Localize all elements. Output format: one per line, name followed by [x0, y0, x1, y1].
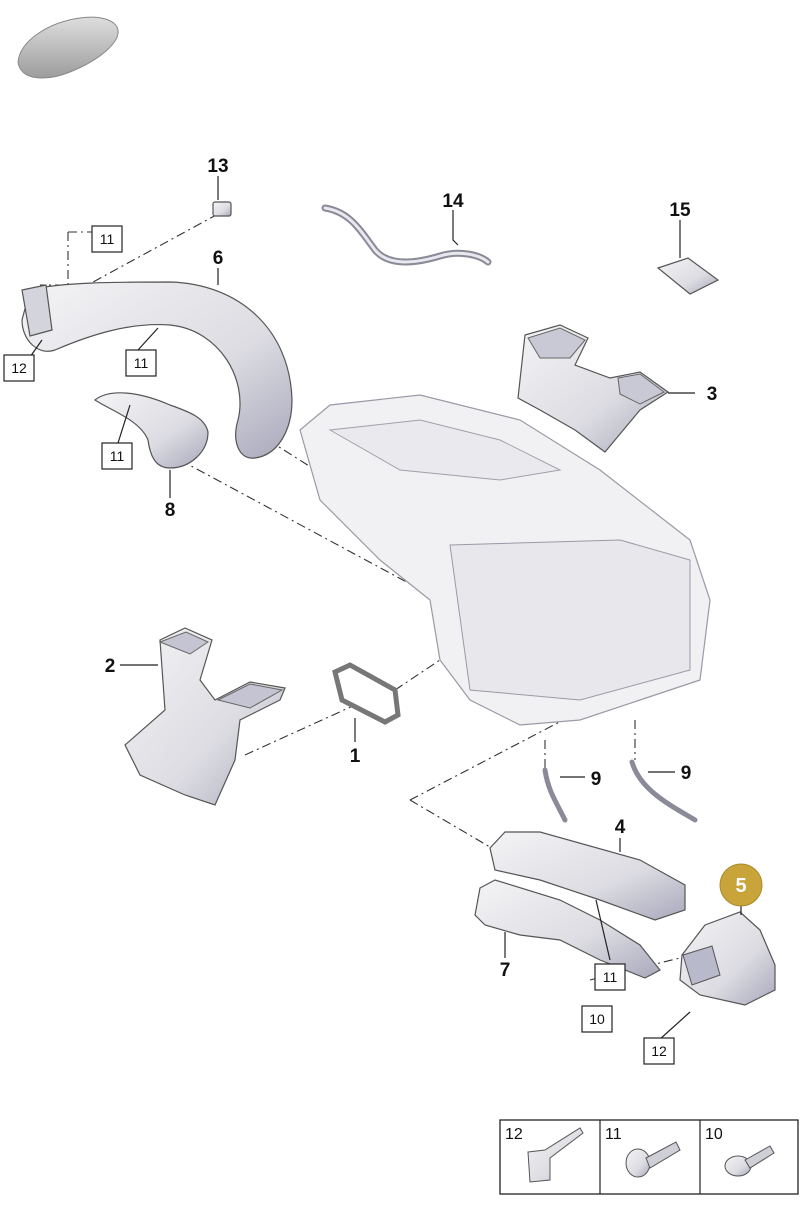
fastener-legend: 12 11 10	[499, 1119, 799, 1195]
boxed-references: 11 11 11 12 11 10 12	[3, 225, 675, 1065]
screw-fastener-icon	[625, 1141, 681, 1178]
part-8-duct	[93, 392, 209, 469]
callout-6: 6	[213, 248, 224, 269]
callout-13: 13	[207, 156, 228, 177]
leader-lines	[29, 176, 742, 1041]
box-11-duct: 11	[134, 355, 149, 371]
box-11-left: 11	[110, 448, 125, 464]
box-10-bottom: 10	[589, 1011, 605, 1027]
bolt-washer-icon	[724, 1145, 775, 1177]
part-7-duct	[474, 879, 661, 979]
part-14-cable	[321, 204, 492, 266]
part-6-duct	[21, 281, 293, 459]
box-11-bottom: 11	[603, 969, 618, 985]
legend-label-12: 12	[505, 1126, 523, 1143]
callout-8: 8	[165, 500, 176, 521]
part-3-outlet	[517, 324, 670, 453]
part-1-gasket	[332, 662, 401, 725]
callout-3: 3	[707, 384, 718, 405]
part-9-hose-right	[629, 759, 698, 823]
callout-15: 15	[669, 200, 691, 221]
box-11-top: 11	[100, 231, 115, 247]
part-2-vent	[124, 627, 286, 806]
callout-2: 2	[105, 656, 116, 677]
box-12-bottom: 12	[651, 1043, 667, 1059]
callout-9-left: 9	[591, 769, 602, 790]
legend-label-10: 10	[705, 1126, 723, 1143]
callout-7: 7	[500, 960, 511, 981]
callout-5: 5	[735, 875, 746, 897]
part-15-module	[656, 257, 720, 295]
callout-4: 4	[615, 817, 626, 838]
part-13-clip	[212, 201, 232, 217]
clip-fastener-icon	[527, 1127, 584, 1183]
hvac-unit	[299, 394, 711, 726]
callout-9-right: 9	[681, 763, 692, 784]
callout-14: 14	[442, 191, 464, 212]
legend-label-11: 11	[605, 1126, 622, 1143]
part-5-duct	[679, 911, 776, 1006]
callout-labels: 13 14 15 6 3 8 2 1 9 9 4 7	[105, 156, 718, 981]
vehicle-icon	[17, 16, 119, 79]
box-12-left: 12	[11, 360, 27, 376]
highlight-callout-5: 5	[719, 863, 763, 907]
part-4-duct	[489, 831, 686, 921]
callout-1: 1	[350, 746, 361, 767]
part-9-hose-left	[542, 767, 568, 823]
